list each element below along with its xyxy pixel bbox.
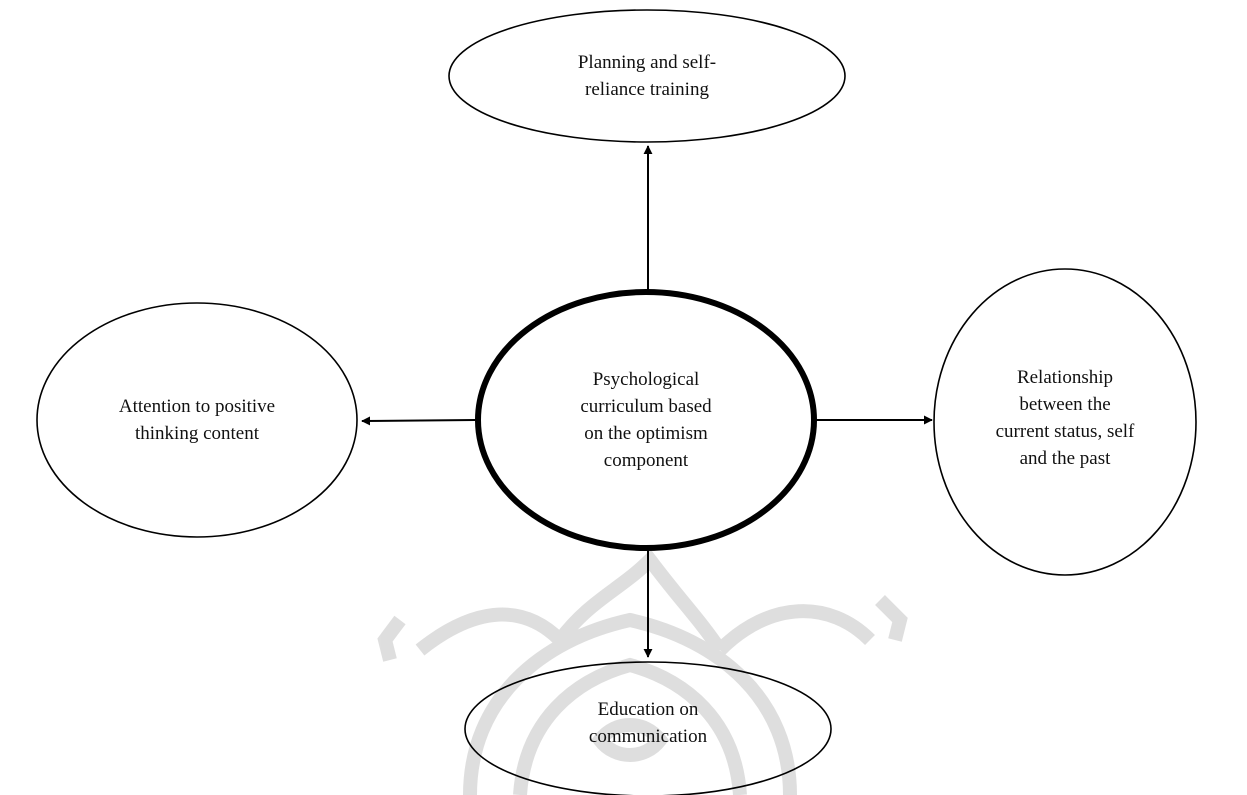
node-right-shape [933, 268, 1197, 576]
node-top-shape [448, 9, 846, 143]
edge-center-to-left [361, 416, 476, 426]
node-left-shape [36, 302, 358, 538]
node-top-label: Planning and self- reliance training [577, 52, 717, 100]
node-center-label: Psychological curriculum based on the op… [580, 369, 712, 471]
node-right-label: Relationship between the current status,… [995, 367, 1135, 469]
node-left-label: Attention to positive thinking content [118, 396, 276, 444]
node-bottom-label: Education on communication [588, 699, 708, 747]
node-bottom-shape [464, 661, 832, 795]
watermark-emblem [377, 549, 908, 795]
node-center-shape [475, 289, 817, 551]
